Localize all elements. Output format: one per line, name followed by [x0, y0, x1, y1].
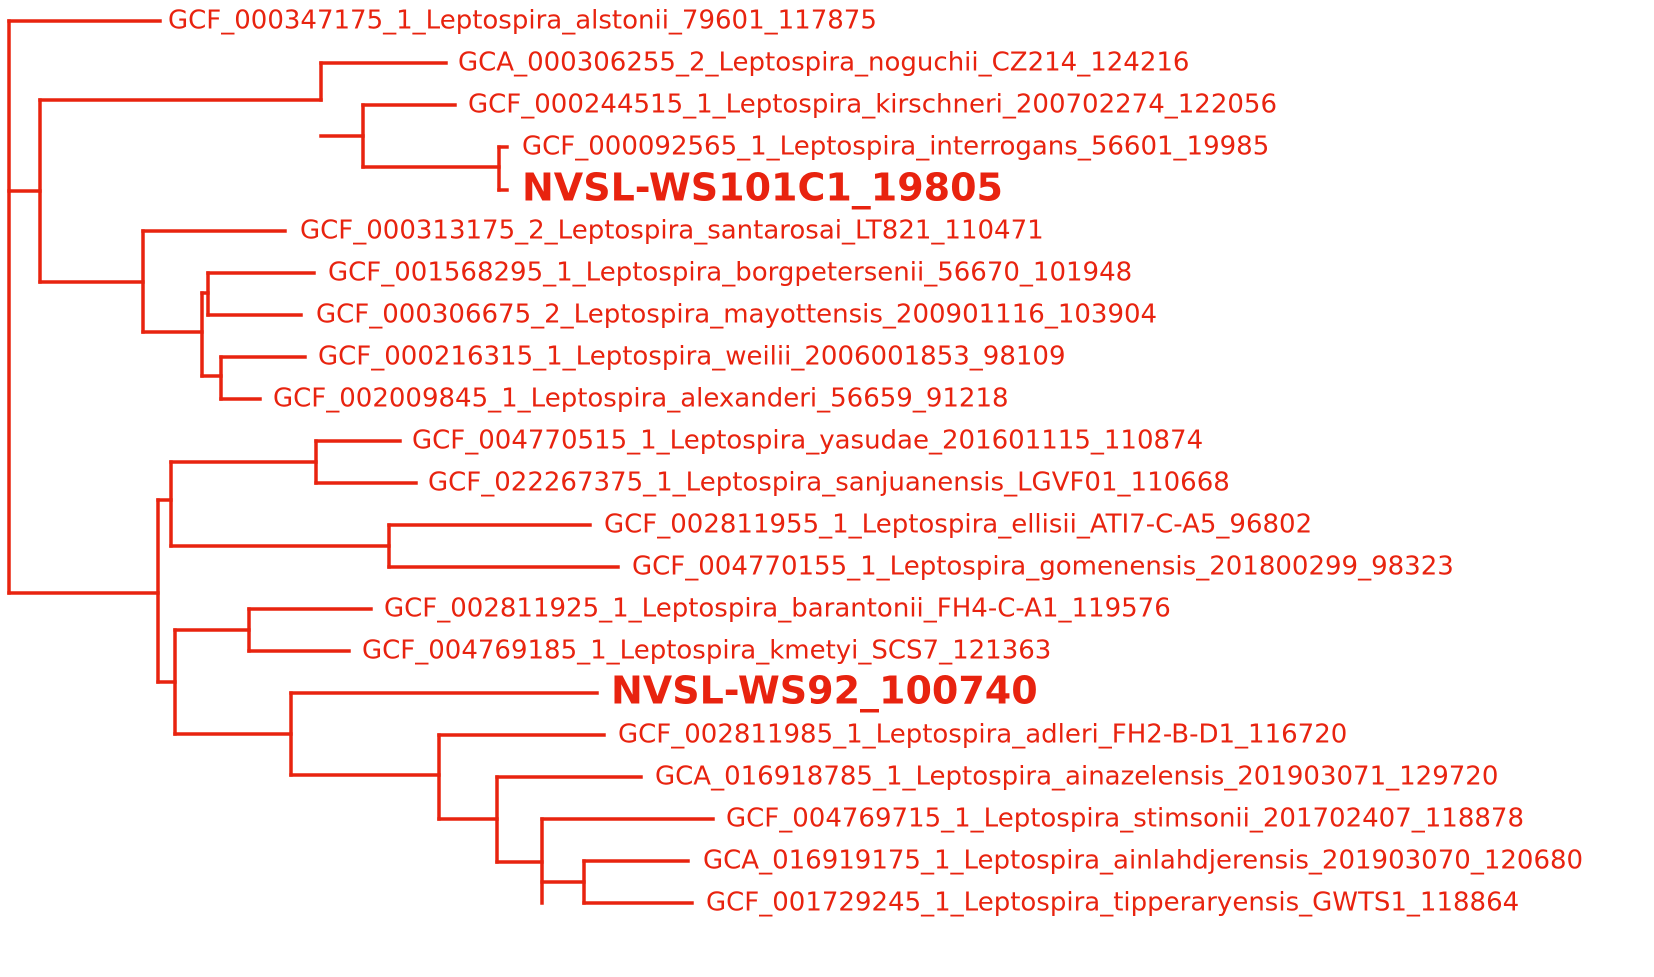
leaf-label: GCF_004769715_1_Leptospira_stimsonii_201… — [726, 804, 1524, 834]
leaf-label: GCF_000313175_2_Leptospira_santarosai_LT… — [300, 216, 1044, 246]
tree-branches — [7, 19, 715, 905]
leaf-label: GCF_000216315_1_Leptospira_weilii_200600… — [318, 342, 1066, 372]
leaf-label: GCF_004770515_1_Leptospira_yasudae_20160… — [412, 426, 1203, 456]
leaf-label: GCF_000306675_2_Leptospira_mayottensis_2… — [316, 300, 1157, 330]
leaf-label: GCF_022267375_1_Leptospira_sanjuanensis_… — [428, 468, 1230, 498]
leaf-label: GCF_002811955_1_Leptospira_ellisii_ATI7-… — [604, 510, 1312, 540]
leaf-label: GCA_016919175_1_Leptospira_ainlahdjerens… — [703, 846, 1583, 876]
leaf-label: GCF_000092565_1_Leptospira_interrogans_5… — [522, 132, 1269, 162]
leaf-label: GCF_002811925_1_Leptospira_barantonii_FH… — [384, 594, 1171, 624]
leaf-label: GCA_016918785_1_Leptospira_ainazelensis_… — [655, 762, 1498, 792]
leaf-labels: GCF_000347175_1_Leptospira_alstonii_7960… — [168, 6, 1583, 918]
leaf-label: GCF_000244515_1_Leptospira_kirschneri_20… — [468, 90, 1277, 120]
leaf-label: GCA_000306255_2_Leptospira_noguchii_CZ21… — [458, 48, 1189, 78]
leaf-label: GCF_002811985_1_Leptospira_adleri_FH2-B-… — [618, 720, 1347, 750]
leaf-label: GCF_000347175_1_Leptospira_alstonii_7960… — [168, 6, 877, 36]
leaf-label: GCF_001568295_1_Leptospira_borgpeterseni… — [328, 258, 1132, 288]
highlighted-leaf-label: NVSL-WS101C1_19805 — [522, 166, 1003, 210]
leaf-label: GCF_001729245_1_Leptospira_tipperaryensi… — [706, 888, 1519, 918]
leaf-label: GCF_004769185_1_Leptospira_kmetyi_SCS7_1… — [362, 636, 1051, 666]
leaf-label: GCF_002009845_1_Leptospira_alexanderi_56… — [273, 384, 1009, 414]
highlighted-leaf-label: NVSL-WS92_100740 — [611, 669, 1038, 713]
leaf-label: GCF_004770155_1_Leptospira_gomenensis_20… — [632, 552, 1454, 582]
